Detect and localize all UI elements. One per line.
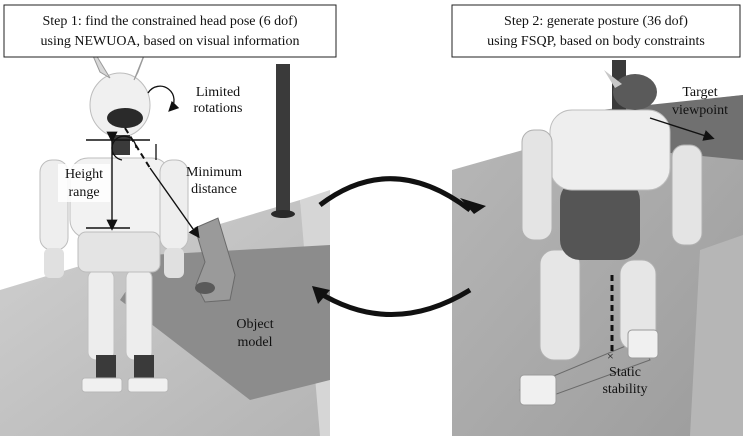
label-limited: Limited — [196, 85, 240, 100]
arrow-to-step1 — [316, 287, 472, 317]
right-scene: × Target viewpoint Static stability — [452, 60, 743, 436]
label-static: Static — [609, 365, 641, 380]
pole-left — [276, 64, 290, 214]
limited-rotations-arcs — [111, 85, 180, 161]
label-target: Target — [682, 85, 717, 100]
label-object: Object — [236, 317, 273, 332]
minimum-distance-arrow — [124, 127, 200, 239]
step2-title-line1: Step 2: generate posture (36 dof) — [504, 14, 688, 29]
object-model — [194, 217, 236, 303]
step2-title-line2: using FSQP, based on body constraints — [487, 34, 705, 49]
label-stability: stability — [602, 382, 647, 397]
step1-title-line2: using NEWUOA, based on visual informatio… — [41, 34, 300, 49]
table-plane — [120, 245, 330, 400]
step2-box: Step 2: generate posture (36 dof) using … — [451, 4, 741, 58]
step1-title-line1: Step 1: find the constrained head pose (… — [42, 14, 297, 29]
cycle-arrows — [312, 176, 486, 317]
label-height: Height — [65, 167, 103, 182]
label-minimum: Minimum — [186, 165, 242, 180]
label-rotations: rotations — [194, 101, 243, 116]
label-range: range — [68, 185, 99, 200]
stability-cross: × — [607, 349, 614, 363]
label-viewpoint: viewpoint — [672, 103, 728, 118]
label-distance: distance — [191, 182, 237, 197]
arrow-to-step2 — [318, 176, 472, 212]
step1-box: Step 1: find the constrained head pose (… — [3, 4, 337, 58]
right-front-face — [690, 235, 743, 436]
target-viewpoint-arrow — [649, 117, 715, 141]
robot-right — [519, 70, 703, 406]
left-scene: Limited rotations Height range Minimum d… — [0, 34, 330, 436]
label-model: model — [238, 335, 273, 350]
height-range-bracket — [86, 131, 150, 231]
